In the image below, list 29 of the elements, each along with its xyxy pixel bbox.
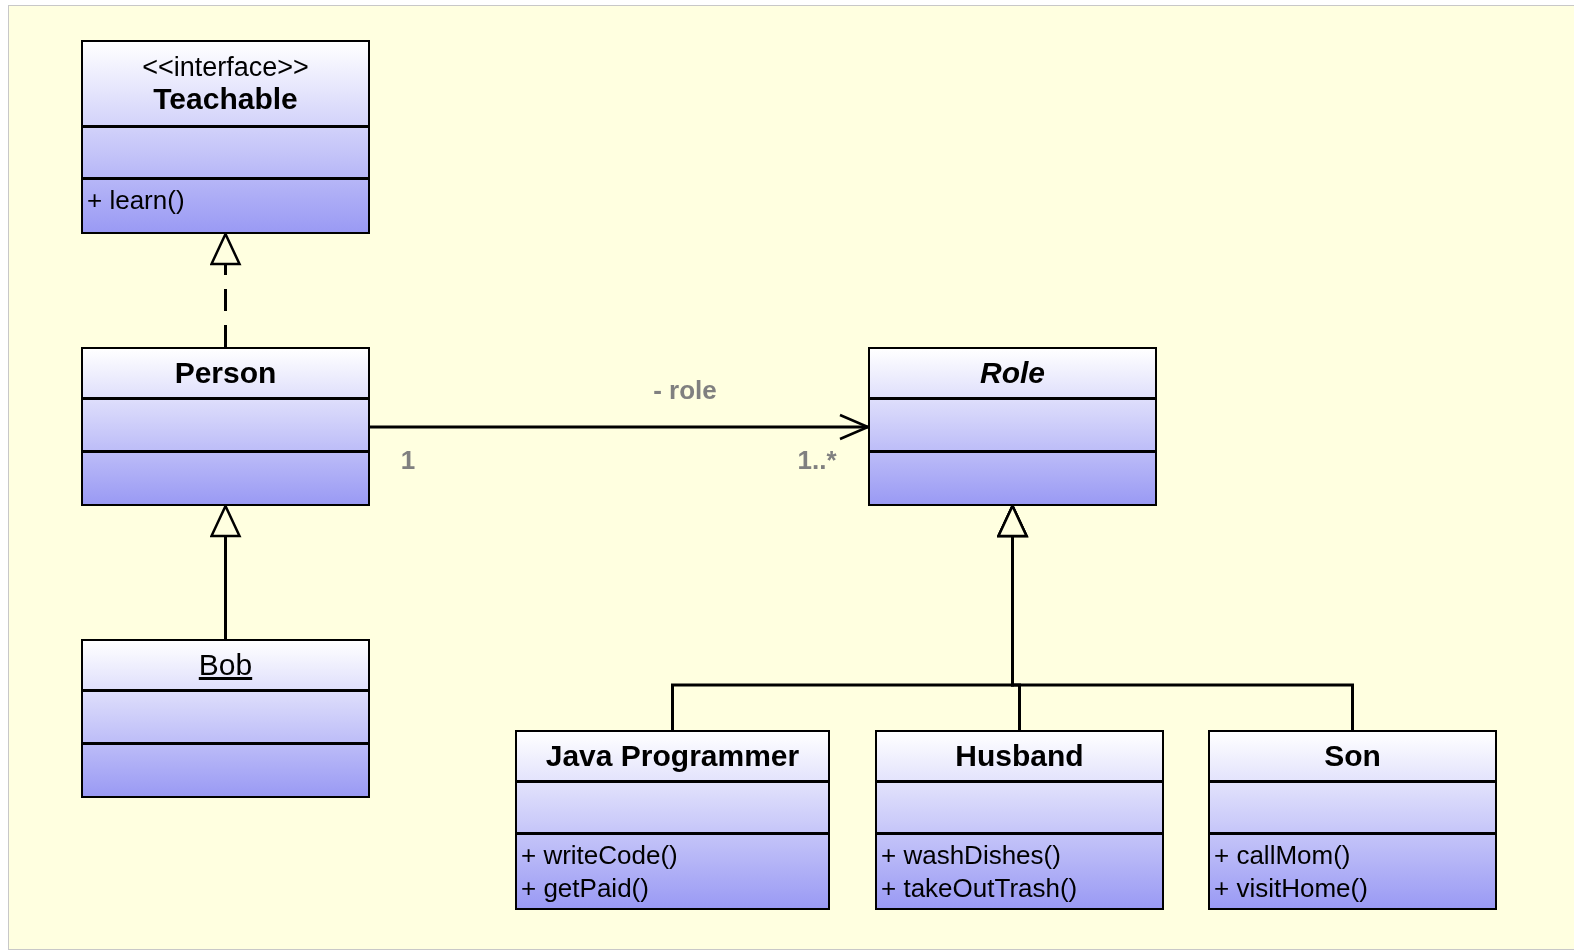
method-text: + takeOutTrash() <box>880 872 1079 905</box>
multiplicity-label: 1 <box>400 444 416 476</box>
class-name: Bob <box>198 648 253 682</box>
class-box <box>875 730 1164 910</box>
class-name: Person <box>174 356 277 390</box>
class-box <box>81 40 370 234</box>
class-box <box>81 639 370 798</box>
class-name: Husband <box>955 739 1084 773</box>
class-name: Role <box>980 356 1045 390</box>
class-name: Son <box>1324 739 1381 773</box>
method-text: + callMom() <box>1213 839 1352 872</box>
class-box <box>1208 730 1497 910</box>
method-text: + washDishes() <box>880 839 1062 872</box>
stereotype-label: <<interface>> <box>142 51 309 82</box>
class-box <box>515 730 830 910</box>
generalization-arrow <box>210 504 241 639</box>
method-text: + learn() <box>86 184 186 217</box>
realization-arrow <box>210 232 241 347</box>
method-text: + getPaid() <box>520 872 650 905</box>
association-arrow <box>370 413 870 441</box>
class-name: Teachable <box>153 81 298 116</box>
class-box <box>868 347 1157 506</box>
class-name: Java Programmer <box>545 739 800 773</box>
multiplicity-label: 1..* <box>797 444 837 476</box>
method-text: + visitHome() <box>1213 872 1369 905</box>
method-text: + writeCode() <box>520 839 679 872</box>
generalization-arrow <box>997 504 1354 730</box>
edge-label: - role <box>653 374 717 406</box>
class-box <box>81 347 370 506</box>
